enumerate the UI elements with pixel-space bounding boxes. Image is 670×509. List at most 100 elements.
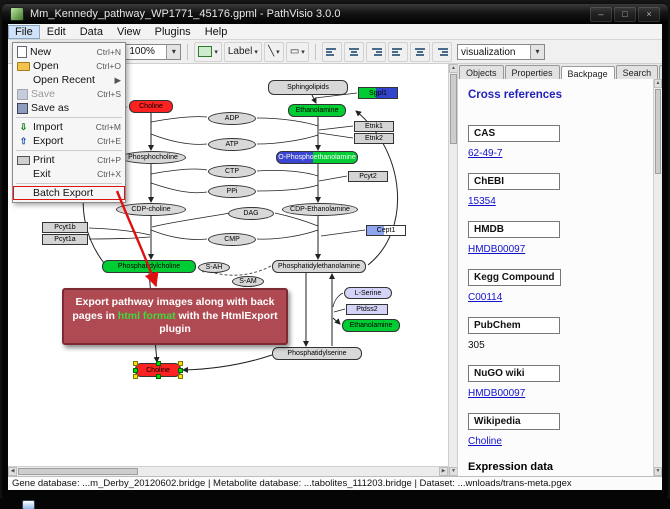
close-button[interactable]: × <box>638 7 660 22</box>
pathway-node-adp[interactable]: ADP <box>208 112 256 125</box>
menu-plugins[interactable]: Plugins <box>148 25 198 39</box>
selection-handle[interactable] <box>178 361 183 366</box>
xref-link[interactable]: 15354 <box>468 196 653 207</box>
file-menu-item-import[interactable]: ImportCtrl+M <box>13 120 125 134</box>
maximize-button[interactable]: □ <box>614 7 636 22</box>
pathway-node-ethanolamine-top[interactable]: Ethanolamine <box>288 104 346 117</box>
file-menu-item-batch-export[interactable]: Batch Export <box>13 186 125 200</box>
pathway-node-atp[interactable]: ATP <box>208 138 256 151</box>
pathway-node-pcyt1b[interactable]: Pcyt1b <box>42 222 88 233</box>
canvas-horizontal-scrollbar[interactable]: ◀ ▶ <box>8 466 448 476</box>
file-menu-item-print[interactable]: PrintCtrl+P <box>13 153 125 167</box>
panel-scrollbar[interactable]: ▲ ▼ <box>653 79 662 476</box>
window-controls: – □ × <box>590 7 660 22</box>
file-menu-item-save[interactable]: SaveCtrl+S <box>13 87 125 101</box>
scroll-up-icon[interactable]: ▲ <box>654 79 662 88</box>
datanode-tool-button[interactable]: ▾ <box>194 42 222 62</box>
pathway-node-pcyt2[interactable]: Pcyt2 <box>348 171 388 182</box>
taskbar-app-icon[interactable] <box>22 500 35 509</box>
pathway-node-sgpl1[interactable]: Sgpl1 <box>358 87 398 99</box>
selection-handle[interactable] <box>156 361 161 366</box>
label-tool-button[interactable]: Label▾ <box>224 42 262 62</box>
scroll-left-icon[interactable]: ◀ <box>8 467 17 476</box>
scrollbar-thumb[interactable] <box>450 74 457 144</box>
xref-link[interactable]: HMDB00097 <box>468 244 653 255</box>
pathway-node-choline-top[interactable]: Choline <box>129 100 173 113</box>
pathway-node-cept1[interactable]: Cept1 <box>366 225 406 236</box>
pathway-node-cdp-ethanolamine[interactable]: CDP-Ethanolamine <box>282 203 358 216</box>
tab-legend[interactable]: Legend <box>659 65 662 79</box>
xref-link[interactable]: Choline <box>468 436 653 447</box>
pathway-node-etnk1[interactable]: Etnk1 <box>354 121 394 132</box>
pathway-node-s-ah[interactable]: S-AH <box>198 262 230 273</box>
pathway-node-dag[interactable]: DAG <box>228 207 274 220</box>
pathway-node-phosphatidylserine[interactable]: Phosphatidylserine <box>272 347 362 360</box>
tab-search[interactable]: Search <box>616 65 659 79</box>
menu-file[interactable]: File <box>8 25 40 39</box>
selection-handle[interactable] <box>178 368 183 373</box>
selection-handle[interactable] <box>133 368 138 373</box>
pathway-node-ethanolamine-bottom[interactable]: Ethanolamine <box>342 319 400 332</box>
folder-icon <box>17 62 30 71</box>
pathway-node-cdp-choline[interactable]: CDP-choline <box>116 203 186 216</box>
pathway-node-s-am[interactable]: S-AM <box>232 276 264 287</box>
visualization-combobox[interactable]: visualization ▾ <box>457 44 545 60</box>
zoom-combobox[interactable]: 100% ▾ <box>125 44 181 60</box>
scroll-right-icon[interactable]: ▶ <box>439 467 448 476</box>
xref-link[interactable]: C00114 <box>468 292 653 303</box>
file-menu-item-new[interactable]: NewCtrl+N <box>13 45 125 59</box>
align-top-button[interactable] <box>388 42 408 62</box>
file-menu-item-export[interactable]: ExportCtrl+E <box>13 134 125 148</box>
pathway-node-ptdss2[interactable]: Ptdss2 <box>346 304 388 315</box>
window-title: Mm_Kennedy_pathway_WP1771_45176.gpml - P… <box>30 8 340 20</box>
align-left-button[interactable] <box>322 42 342 62</box>
file-menu-item-open[interactable]: OpenCtrl+O <box>13 59 125 73</box>
menu-bar: FileEditDataViewPluginsHelp <box>8 24 662 40</box>
tab-backpage[interactable]: Backpage <box>561 66 615 80</box>
pathway-node-phosphatidylcholine[interactable]: Phosphatidylcholine <box>102 260 196 273</box>
selection-handle[interactable] <box>156 374 161 379</box>
distribute-horizontal-button[interactable] <box>410 42 430 62</box>
selection-handle[interactable] <box>133 361 138 366</box>
pathway-node-cmp[interactable]: CMP <box>208 233 256 246</box>
pathway-node-sphingolipids[interactable]: Sphingolipids <box>268 80 348 95</box>
xref-link[interactable]: 62-49-7 <box>468 148 653 159</box>
selection-handle[interactable] <box>133 374 138 379</box>
menu-item-label: Import <box>33 121 90 133</box>
title-bar[interactable]: Mm_Kennedy_pathway_WP1771_45176.gpml - P… <box>2 4 668 24</box>
pathway-node-choline-bottom[interactable]: Choline <box>135 363 181 377</box>
file-menu-item-open-recent[interactable]: Open Recent▶ <box>13 73 125 87</box>
align-center-button[interactable] <box>344 42 364 62</box>
menu-shortcut: Ctrl+P <box>97 155 121 165</box>
menu-shortcut: Ctrl+N <box>97 47 121 57</box>
menu-edit[interactable]: Edit <box>40 25 73 39</box>
file-menu-item-exit[interactable]: ExitCtrl+X <box>13 167 125 181</box>
tab-objects[interactable]: Objects <box>459 65 504 79</box>
menu-data[interactable]: Data <box>73 25 110 39</box>
pathway-node-l-serine[interactable]: L-Serine <box>344 287 392 299</box>
pathway-node-ppi[interactable]: PPi <box>208 185 256 198</box>
scrollbar-thumb[interactable] <box>18 468 138 475</box>
tab-properties[interactable]: Properties <box>505 65 560 79</box>
pathway-node-ctp[interactable]: CTP <box>208 165 256 178</box>
xref-link[interactable]: HMDB00097 <box>468 388 653 399</box>
scrollbar-thumb[interactable] <box>655 89 661 174</box>
canvas-vertical-scrollbar[interactable]: ▲ ▼ <box>448 64 457 476</box>
shape-tool-button[interactable]: ▭▾ <box>286 42 309 62</box>
pathway-node-phosphatidylethanolamine[interactable]: Phosphatidylethanolamine <box>272 260 366 273</box>
pathway-node-phosphocholine[interactable]: Phosphocholine <box>120 151 186 164</box>
pathway-node-etnk2[interactable]: Etnk2 <box>354 133 394 144</box>
menu-view[interactable]: View <box>110 25 148 39</box>
align-right-button[interactable] <box>366 42 386 62</box>
scroll-down-icon[interactable]: ▼ <box>654 467 662 476</box>
line-tool-button[interactable]: ╲▾ <box>264 42 284 62</box>
pathway-node-o-phosphoethanolamine[interactable]: O-Phosphoethanolamine <box>276 151 358 164</box>
xref-source-name: ChEBI <box>468 173 560 190</box>
node-label: CDP-choline <box>117 204 185 215</box>
file-menu-item-save-as[interactable]: Save as <box>13 101 125 115</box>
selection-handle[interactable] <box>178 374 183 379</box>
pathway-node-pcyt1a[interactable]: Pcyt1a <box>42 234 88 245</box>
menu-help[interactable]: Help <box>198 25 235 39</box>
distribute-vertical-button[interactable] <box>432 42 452 62</box>
minimize-button[interactable]: – <box>590 7 612 22</box>
